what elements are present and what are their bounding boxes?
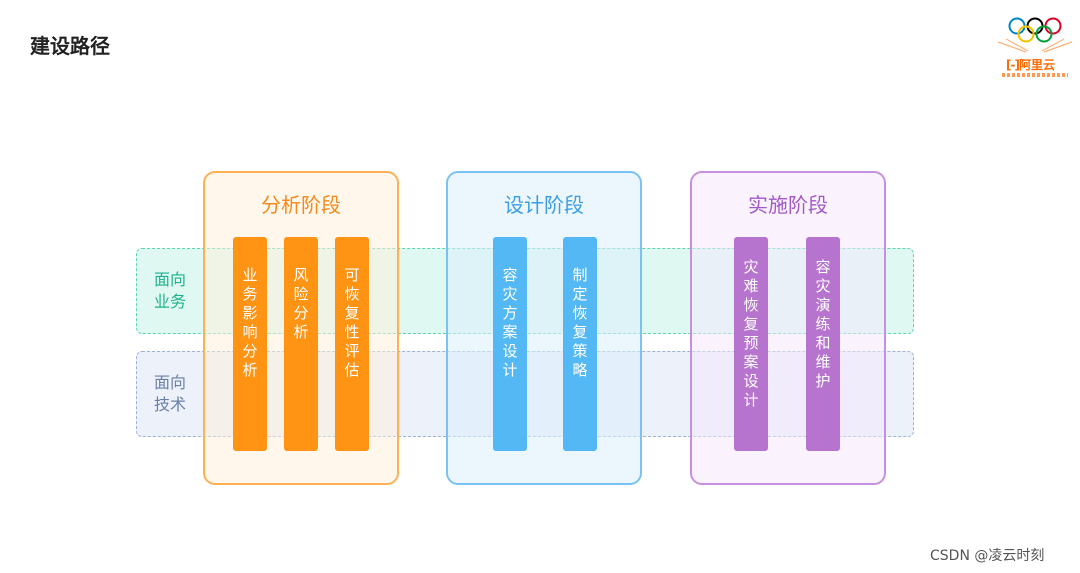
phase-title: 实施阶段: [748, 193, 828, 217]
brand-text: 阿里云: [1018, 58, 1055, 72]
task-business-impact-analysis: 业务影响分析: [233, 237, 267, 451]
task-label: 容灾方案设计: [500, 267, 519, 381]
task-label: 可恢复性评估: [342, 267, 361, 381]
task-risk-analysis: 风险分析: [284, 237, 318, 451]
brand-slogan: [1002, 73, 1068, 77]
phase-title: 分析阶段: [261, 193, 341, 217]
brand-name: [-]阿里云: [1006, 56, 1055, 73]
task-recoverability-assessment: 可恢复性评估: [335, 237, 369, 451]
olympic-rings-icon: [1008, 17, 1062, 43]
task-label: 灾难恢复预案设计: [741, 259, 760, 411]
task-dr-drill-maintenance: 容灾演练和维护: [806, 237, 840, 451]
task-dr-solution-design: 容灾方案设计: [493, 237, 527, 451]
task-recovery-strategy: 制定恢复策略: [563, 237, 597, 451]
task-label: 容灾演练和维护: [813, 259, 832, 392]
phase-design: 设计阶段: [446, 171, 642, 485]
task-label: 风险分析: [291, 267, 310, 343]
aliyun-logo: [-]阿里云: [996, 16, 1074, 82]
phase-title: 设计阶段: [504, 193, 584, 217]
page-title: 建设路径: [30, 34, 110, 58]
watermark: CSDN @凌云时刻: [930, 548, 1045, 564]
band-label-business: 面向业务: [153, 270, 186, 311]
phase-implementation: 实施阶段: [690, 171, 886, 485]
brand-bracket: [-]: [1006, 58, 1020, 72]
band-label-tech: 面向技术: [153, 373, 186, 414]
sunburst-icon: [997, 38, 1073, 53]
task-label: 制定恢复策略: [570, 267, 589, 381]
task-dr-plan-design: 灾难恢复预案设计: [734, 237, 768, 451]
task-label: 业务影响分析: [240, 267, 259, 381]
